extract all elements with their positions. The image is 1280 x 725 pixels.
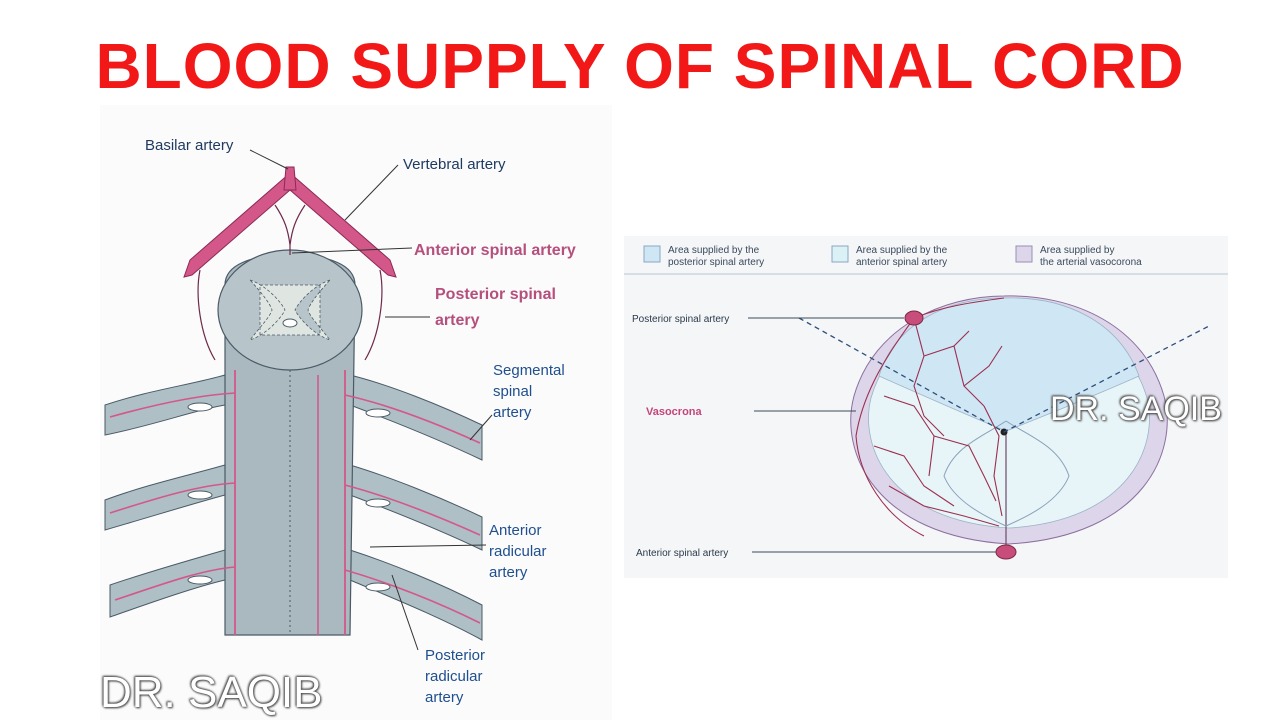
vasocorona-vessels [855,297,1005,537]
central-canal [282,318,298,328]
basilar-artery-shape [283,166,297,191]
label-anterior-spinal-artery: Anterior spinal artery [636,548,728,559]
spinal-cord-cross-section-diagram: Area supplied by the posterior spinal ar… [624,236,1228,578]
label-anterior-radicular-1: Anterior [489,522,542,539]
label-anterior-radicular-2: radicular [489,543,547,560]
label-anterior-spinal-artery: Anterior spinal artery [414,242,576,259]
label-segmental-3: artery [493,404,532,421]
label-posterior-radicular-2: radicular [425,668,483,685]
label-posterior-spinal-2: artery [435,312,480,329]
spinal-cord-longitudinal-diagram: Basilar artery Vertebral artery Anterior… [100,105,612,720]
label-posterior-spinal-1: Posterior spinal [435,286,556,303]
label-posterior-radicular-3: artery [425,689,464,706]
anterior-spinal-artery-vessel [995,544,1017,560]
page-title: BLOOD SUPPLY OF SPINAL CORD [95,30,1185,102]
longitudinal-svg: Basilar artery Vertebral artery Anterior… [104,137,576,706]
label-posterior-spinal-artery: Posterior spinal artery [632,314,729,325]
legend-swatch-anterior [831,245,849,263]
legend-anterior-line1: Area supplied by the [856,245,948,256]
label-basilar-artery: Basilar artery [145,137,234,154]
legend-swatch-vasocorona [1015,245,1033,263]
label-vasocrona: Vasocrona [646,406,703,418]
label-vertebral-artery: Vertebral artery [403,156,506,173]
cord-section [850,295,1168,546]
watermark-left: DR. SAQIB [100,668,323,717]
legend-posterior-line2: posterior spinal artery [668,257,764,268]
label-posterior-radicular-1: Posterior [425,647,485,664]
label-segmental-2: spinal [493,383,532,400]
grey-matter-h [248,279,332,341]
label-anterior-radicular-3: artery [489,564,528,581]
legend-vasocorona-line1: Area supplied by [1040,245,1115,256]
cross-section-svg: Area supplied by the posterior spinal ar… [624,245,1228,560]
label-segmental-1: Segmental [493,362,565,379]
legend-posterior-line1: Area supplied by the [668,245,760,256]
legend-anterior-line2: anterior spinal artery [856,257,947,268]
posterior-spinal-artery-vessel [904,310,924,326]
legend-vasocorona-line2: the arterial vasocorona [1040,257,1142,268]
legend-swatch-posterior [643,245,661,263]
legend: Area supplied by the posterior spinal ar… [624,245,1228,275]
watermark-right: DR. SAQIB [1050,390,1222,428]
